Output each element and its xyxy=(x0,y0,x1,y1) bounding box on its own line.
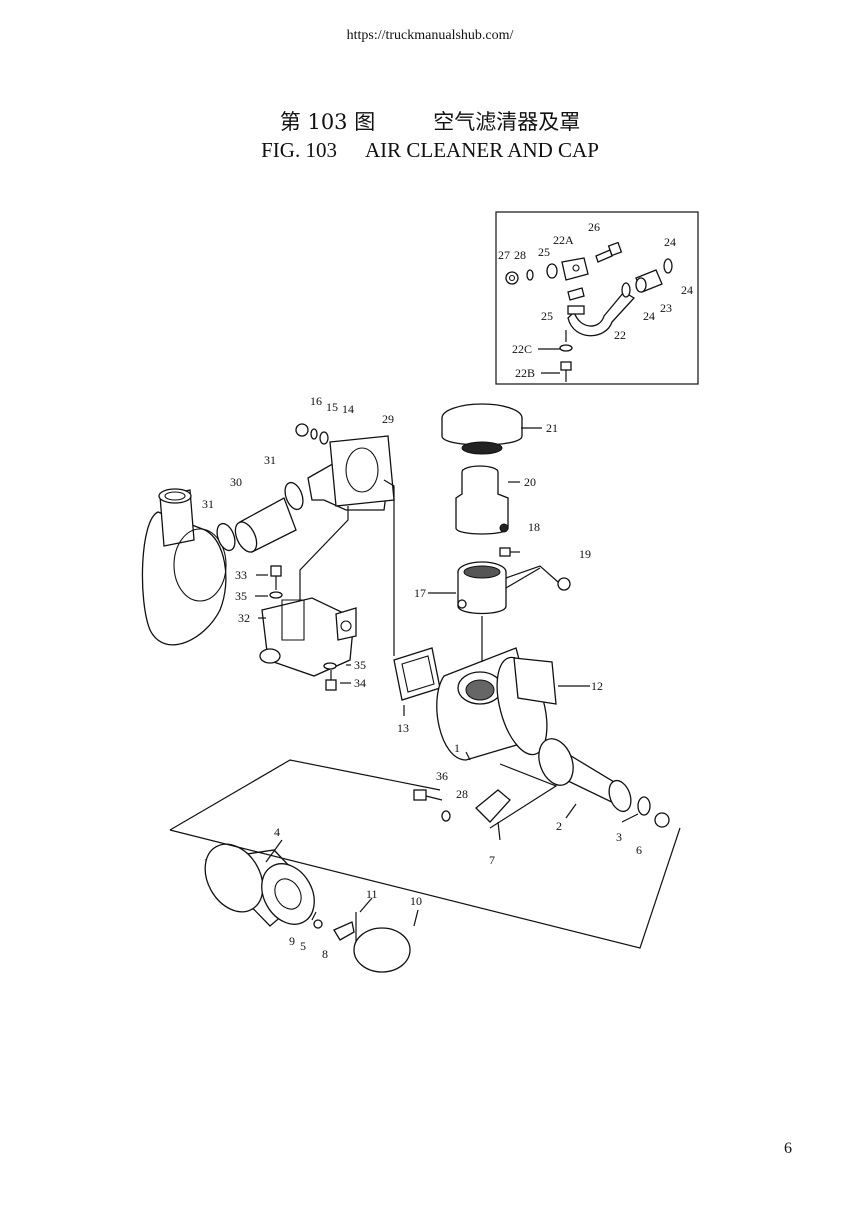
callout-5: 5 xyxy=(300,939,306,953)
gasket-13 xyxy=(393,647,441,701)
air-cleaner-body-1 xyxy=(436,647,548,761)
callout-33: 33 xyxy=(235,568,247,582)
callout-31-left: 31 xyxy=(202,497,214,511)
callout-22A: 22A xyxy=(553,233,574,247)
hose-clamp-31a xyxy=(216,522,236,552)
source-url: https://truckmanualshub.com/ xyxy=(346,28,514,43)
callout-19: 19 xyxy=(579,547,591,561)
callout-14: 14 xyxy=(342,402,354,416)
assembly-lines xyxy=(169,479,681,949)
hose-clamp-31b xyxy=(284,481,304,511)
callout-28-inset: 28 xyxy=(514,248,526,262)
bracket-7 xyxy=(475,789,511,823)
bracket-assembly-32 xyxy=(259,565,357,691)
safety-element-4 xyxy=(204,843,315,927)
callout-6: 6 xyxy=(636,843,642,857)
callout-27: 27 xyxy=(498,248,510,262)
callout-8: 8 xyxy=(322,947,328,961)
callout-20: 20 xyxy=(524,475,536,489)
callout-3: 3 xyxy=(616,830,622,844)
callout-1: 1 xyxy=(454,741,460,755)
callout-2: 2 xyxy=(556,819,562,833)
pre-cleaner-20 xyxy=(455,465,509,535)
wing-nut-6 xyxy=(654,812,670,828)
callout-17: 17 xyxy=(414,586,426,600)
callout-24-mid: 24 xyxy=(643,309,655,323)
figure-number-cn: 第 103 图 xyxy=(279,110,376,134)
label-plate-12 xyxy=(513,657,557,705)
callout-9: 9 xyxy=(289,934,295,948)
nut-19 xyxy=(557,577,571,591)
callout-32: 32 xyxy=(238,611,250,625)
callout-4: 4 xyxy=(274,825,280,839)
screen-17 xyxy=(457,561,507,615)
inset-frame xyxy=(495,211,699,385)
callout-13: 13 xyxy=(397,721,409,735)
washer-5 xyxy=(313,919,323,929)
callout-35-top: 35 xyxy=(235,589,247,603)
callout-21: 21 xyxy=(546,421,558,435)
callout-35-bottom: 35 xyxy=(354,658,366,672)
figure-name-en: AIR CLEANER AND CAP xyxy=(364,138,599,162)
callout-31-top: 31 xyxy=(264,453,276,467)
callout-22C: 22C xyxy=(512,342,532,356)
washer-3 xyxy=(637,796,651,816)
figure-title-english: FIG. 103 AIR CLEANER AND CAP xyxy=(0,138,860,163)
callout-24-top: 24 xyxy=(664,235,676,249)
callout-leaders xyxy=(255,427,639,927)
callout-11: 11 xyxy=(366,887,378,901)
callout-26: 26 xyxy=(588,220,600,234)
filter-element-2 xyxy=(538,738,632,813)
callout-36: 36 xyxy=(436,769,448,783)
callout-10: 10 xyxy=(410,894,422,908)
figure-number-en: FIG. 103 xyxy=(261,138,337,162)
callout-30: 30 xyxy=(230,475,242,489)
callout-18: 18 xyxy=(528,520,540,534)
bolt-18 xyxy=(499,547,511,557)
air-cleaner-cap-21 xyxy=(441,403,523,455)
callout-24-right: 24 xyxy=(681,283,693,297)
wing-bolt-8 xyxy=(333,921,355,941)
callout-34: 34 xyxy=(354,676,366,690)
callout-15: 15 xyxy=(326,400,338,414)
callout-labels: 26 22A 25 27 28 24 24 23 24 25 22 22C 22… xyxy=(202,220,693,961)
callout-16: 16 xyxy=(310,394,322,408)
figure-title-chinese: 第 103 图 空气滤清器及罩 xyxy=(0,106,860,136)
callout-22: 22 xyxy=(614,328,626,342)
turbocharger-housing xyxy=(141,488,227,646)
callout-28: 28 xyxy=(456,787,468,801)
callout-25-lower: 25 xyxy=(541,309,553,323)
figure-name-cn: 空气滤清器及罩 xyxy=(433,110,581,134)
nut-16 xyxy=(295,423,309,437)
band-clamp-10 xyxy=(353,927,411,973)
callout-29: 29 xyxy=(382,412,394,426)
callout-22B: 22B xyxy=(515,366,535,380)
pin-9 xyxy=(311,911,317,921)
page-number: 6 xyxy=(784,1140,792,1157)
callout-23: 23 xyxy=(660,301,672,315)
callout-25-top: 25 xyxy=(538,245,550,259)
inset-parts xyxy=(505,241,673,382)
washer-28 xyxy=(441,810,451,822)
callout-7: 7 xyxy=(489,853,495,867)
bolt-36 xyxy=(413,789,427,801)
callout-12: 12 xyxy=(591,679,603,693)
